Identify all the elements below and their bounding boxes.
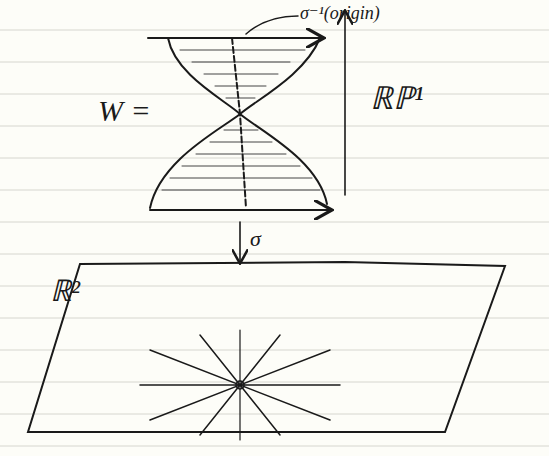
plane-label: ℝ² [50, 276, 80, 306]
ruled-lines [0, 30, 549, 446]
blow-up-surface [148, 12, 345, 262]
plane [28, 262, 505, 440]
fiber-label: ℝℙ¹ [370, 82, 424, 114]
preimage-label: σ⁻¹(origin) [300, 4, 380, 22]
map-label: σ [250, 228, 261, 250]
space-label: W = [98, 96, 151, 126]
